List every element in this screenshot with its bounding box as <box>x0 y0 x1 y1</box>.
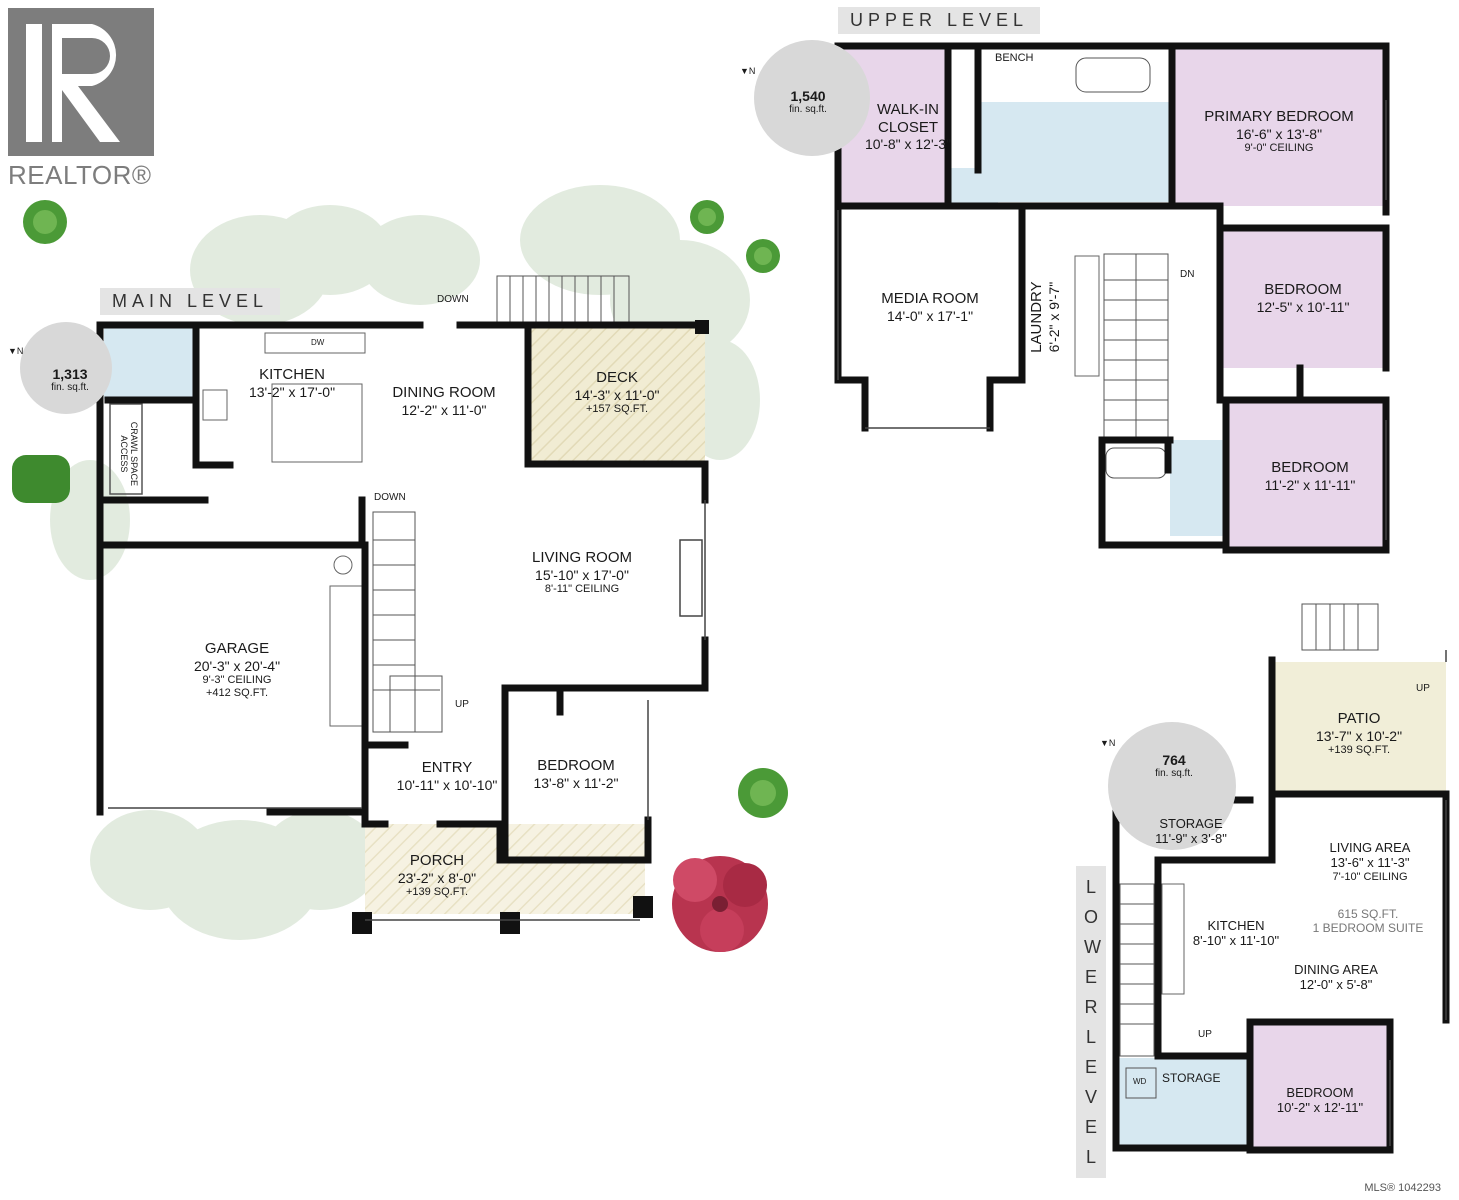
dishwasher-label: DW <box>311 338 325 347</box>
dn-label-upper-stairs: DN <box>1180 269 1195 280</box>
north-arrow-icon-lower: ▼N <box>1100 738 1116 748</box>
upper-level-title: UPPER LEVEL <box>838 7 1041 34</box>
flowering-tree-icon <box>672 856 768 952</box>
mls-number: MLS® 1042293 <box>1364 1182 1441 1194</box>
up-label-lower-stairs: UP <box>1198 1029 1212 1040</box>
north-arrow-icon: ▼N <box>8 346 24 356</box>
realtor-logo-text: REALTOR® <box>8 160 152 190</box>
down-label-deck-stairs: DOWN <box>437 294 469 305</box>
washer-dryer-label: WD <box>1133 1077 1147 1086</box>
up-label-patio: UP <box>1416 683 1430 694</box>
storage-bottom-label: STORAGE <box>1162 1071 1221 1085</box>
lower-level-title-text: LOWER LEVEL <box>1084 877 1101 1167</box>
lower-level-title: LOWER LEVEL <box>1076 866 1106 1178</box>
upper-area-badge <box>754 40 870 156</box>
main-level-plan <box>96 275 709 934</box>
realtor-logo-icon <box>8 8 154 156</box>
lower-area-badge <box>1108 722 1236 850</box>
main-level-title: MAIN LEVEL <box>100 288 281 315</box>
suite-note: 615 SQ.FT.1 BEDROOM SUITE <box>1312 907 1424 936</box>
up-label-interior-stairs: UP <box>455 699 469 710</box>
upper-level-plan <box>834 42 1390 554</box>
north-arrow-icon-upper: ▼N <box>740 66 756 76</box>
lower-level-plan <box>1112 603 1450 1154</box>
down-label-interior-stairs: DOWN <box>374 492 406 503</box>
tree-icon <box>12 200 788 818</box>
bench-label: BENCH <box>995 52 1034 64</box>
main-area-badge <box>20 322 112 414</box>
crawl-space-label: CRAWL SPACE ACCESS <box>119 421 139 486</box>
